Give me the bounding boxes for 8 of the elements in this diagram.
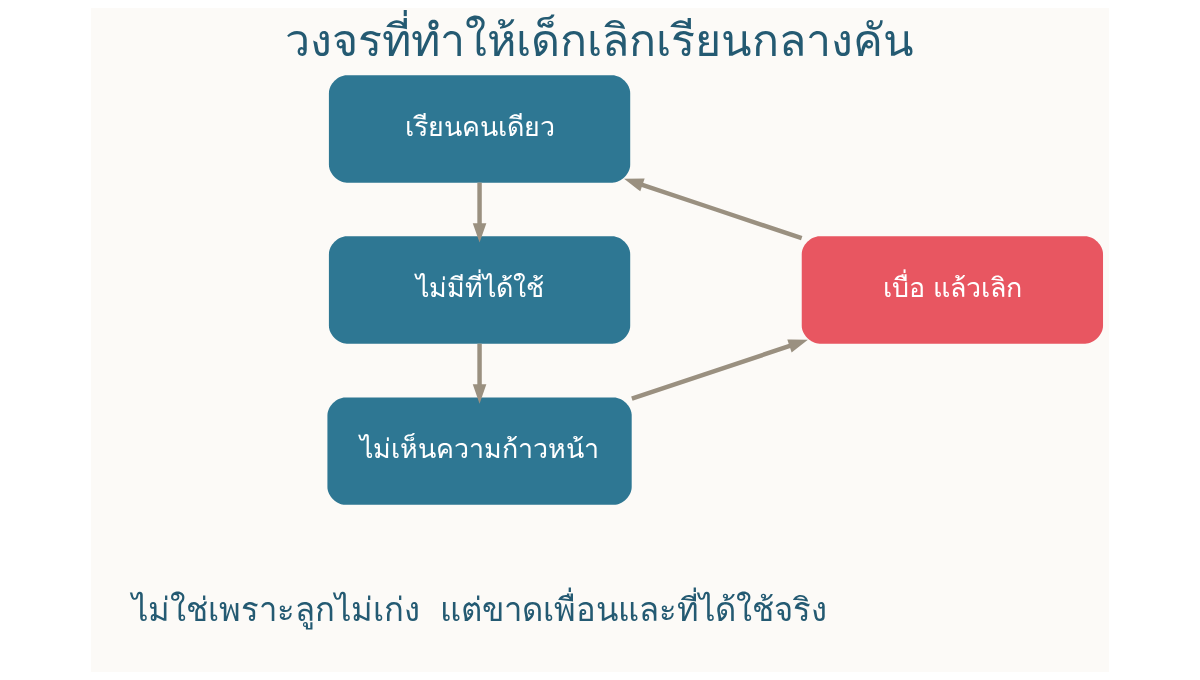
- arrow: [472, 343, 487, 404]
- arrow: [624, 178, 803, 241]
- node-box: ไม่มีที่ได้ใช้: [328, 236, 631, 344]
- node-box: ไม่เห็นความก้าวหน้า: [327, 397, 632, 505]
- node-box: เรียนคนเดียว: [328, 75, 631, 183]
- arrow: [631, 339, 808, 401]
- arrow: [472, 182, 487, 243]
- node-box: เบื่อ แล้วเลิก: [801, 236, 1104, 344]
